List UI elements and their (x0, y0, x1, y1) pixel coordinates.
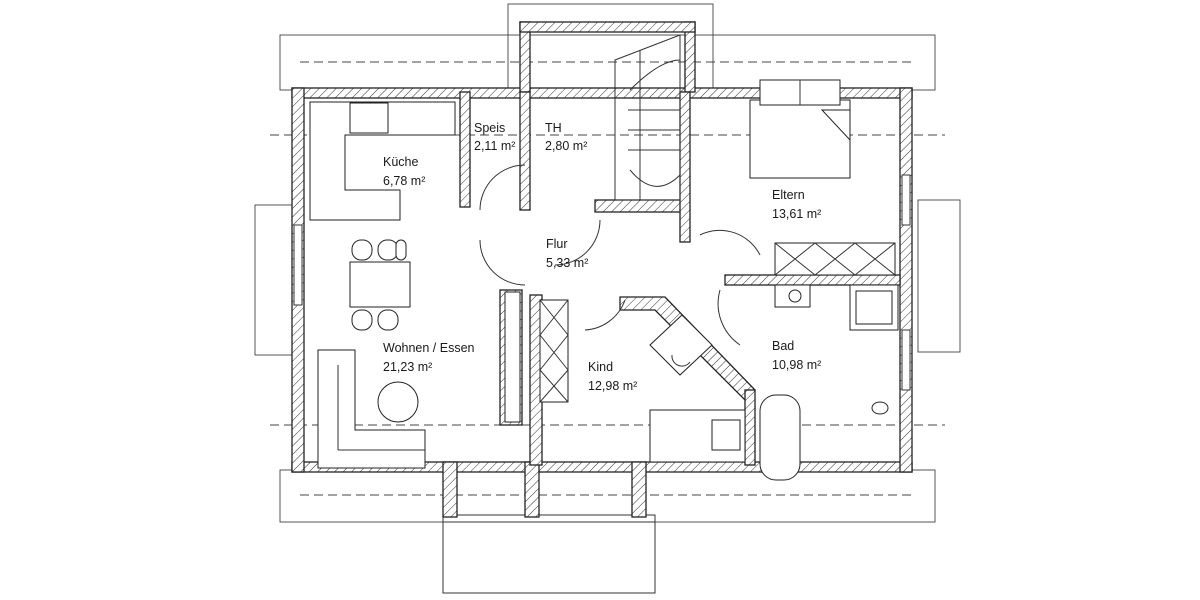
bathroom-fixtures (759, 284, 899, 481)
room-name: Wohnen / Essen (383, 341, 475, 355)
room-label-kueche: Küche 6,78 m² (383, 155, 425, 188)
room-label-speis: Speis 2,11 m² (474, 121, 515, 153)
room-label-kind: Kind 12,98 m² (588, 360, 637, 393)
room-label-th: TH 2,80 m² (545, 121, 587, 153)
room-area: 2,80 m² (545, 139, 587, 153)
room-name: Bad (772, 339, 794, 353)
room-name: Küche (383, 155, 418, 169)
balcony (442, 514, 656, 594)
room-area: 10,98 m² (772, 358, 821, 372)
living-sofa (317, 349, 426, 469)
kids-furniture (649, 314, 746, 463)
room-name: Kind (588, 360, 613, 374)
wardrobes (504, 242, 896, 423)
room-area: 6,78 m² (383, 174, 425, 188)
room-area: 21,23 m² (383, 360, 432, 374)
room-area: 2,11 m² (474, 139, 515, 153)
parents-bed (749, 79, 851, 179)
room-label-eltern: Eltern 13,61 m² (772, 188, 821, 221)
room-area: 13,61 m² (772, 207, 821, 221)
room-area: 5,33 m² (546, 256, 588, 270)
dining-table (349, 239, 411, 331)
room-label-wohnen: Wohnen / Essen 21,23 m² (383, 341, 475, 374)
room-name: Flur (546, 237, 568, 251)
kitchen-counter (309, 101, 456, 221)
staircase (614, 34, 681, 201)
room-name: Speis (474, 121, 505, 135)
windows (293, 174, 911, 391)
room-name: Eltern (772, 188, 805, 202)
doors (479, 164, 761, 346)
room-label-bad: Bad 10,98 m² (772, 339, 821, 372)
room-area: 12,98 m² (588, 379, 637, 393)
room-label-flur: Flur 5,33 m² (546, 237, 588, 270)
room-name: TH (545, 121, 562, 135)
